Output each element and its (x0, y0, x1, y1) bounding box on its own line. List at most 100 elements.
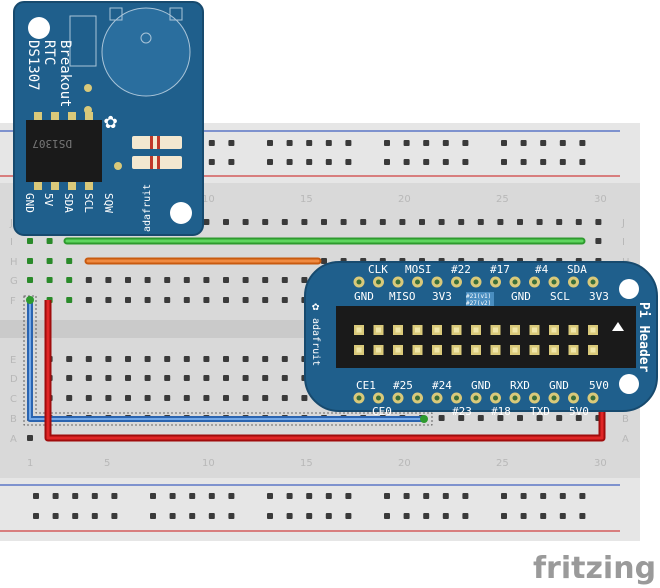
breadboard-hole[interactable] (27, 435, 33, 441)
rail-hole[interactable] (559, 140, 566, 146)
rail-hole[interactable] (91, 493, 98, 499)
breadboard-hole[interactable] (66, 277, 73, 283)
rail-hole[interactable] (325, 513, 332, 519)
breadboard-hole[interactable] (85, 375, 92, 381)
breadboard-hole[interactable] (281, 219, 288, 225)
breadboard-hole[interactable] (242, 277, 249, 283)
breadboard-hole[interactable] (183, 297, 190, 303)
rail-hole[interactable] (403, 513, 410, 519)
rail-hole[interactable] (384, 493, 390, 499)
breadboard-hole[interactable] (27, 277, 33, 283)
rail-hole[interactable] (462, 513, 469, 519)
rail-hole[interactable] (579, 159, 586, 165)
breadboard-hole[interactable] (105, 297, 112, 303)
rail-hole[interactable] (345, 159, 352, 165)
breadboard-hole[interactable] (46, 277, 53, 283)
breadboard-hole[interactable] (203, 219, 210, 225)
rail-hole[interactable] (520, 159, 527, 165)
breadboard-hole[interactable] (183, 375, 190, 381)
rail-hole[interactable] (33, 493, 39, 499)
rail-hole[interactable] (228, 513, 235, 519)
rail-hole[interactable] (540, 140, 547, 146)
breadboard-hole[interactable] (321, 219, 327, 225)
breadboard-hole[interactable] (66, 258, 73, 264)
breadboard-hole[interactable] (321, 258, 327, 264)
rail-hole[interactable] (306, 493, 313, 499)
breadboard-hole[interactable] (262, 297, 269, 303)
breadboard-hole[interactable] (301, 395, 308, 401)
breadboard-hole[interactable] (242, 375, 249, 381)
rail-hole[interactable] (559, 513, 566, 519)
rail-hole[interactable] (306, 513, 313, 519)
breadboard-hole[interactable] (477, 415, 484, 421)
rail-hole[interactable] (286, 493, 293, 499)
breadboard-hole[interactable] (223, 297, 229, 303)
breadboard-hole[interactable] (497, 219, 504, 225)
rail-hole[interactable] (384, 159, 390, 165)
breadboard-hole[interactable] (223, 277, 229, 283)
rail-hole[interactable] (442, 140, 449, 146)
rail-hole[interactable] (325, 159, 332, 165)
rail-hole[interactable] (442, 159, 449, 165)
rail-hole[interactable] (286, 159, 293, 165)
breadboard-hole[interactable] (144, 277, 151, 283)
breadboard-hole[interactable] (223, 219, 229, 225)
breadboard-hole[interactable] (281, 277, 288, 283)
breadboard-hole[interactable] (203, 356, 210, 362)
breadboard-hole[interactable] (281, 375, 288, 381)
breadboard-hole[interactable] (66, 297, 73, 303)
breadboard-hole[interactable] (144, 395, 151, 401)
breadboard-hole[interactable] (595, 219, 602, 225)
breadboard-hole[interactable] (281, 395, 288, 401)
rail-hole[interactable] (111, 493, 118, 499)
rail-hole[interactable] (462, 159, 469, 165)
rail-hole[interactable] (111, 513, 118, 519)
rail-hole[interactable] (540, 513, 547, 519)
breadboard-hole[interactable] (340, 219, 347, 225)
rail-hole[interactable] (91, 513, 98, 519)
breadboard-hole[interactable] (595, 238, 602, 244)
rail-hole[interactable] (72, 513, 79, 519)
breadboard-hole[interactable] (517, 219, 523, 225)
rail-hole[interactable] (189, 513, 196, 519)
rail-hole[interactable] (559, 493, 566, 499)
breadboard-hole[interactable] (46, 258, 53, 264)
breadboard-hole[interactable] (125, 277, 131, 283)
breadboard-hole[interactable] (458, 415, 465, 421)
rail-hole[interactable] (501, 159, 507, 165)
rail-hole[interactable] (579, 140, 586, 146)
rail-hole[interactable] (345, 513, 352, 519)
rail-hole[interactable] (267, 493, 273, 499)
rail-hole[interactable] (228, 140, 235, 146)
breadboard-hole[interactable] (105, 395, 112, 401)
breadboard-hole[interactable] (262, 277, 269, 283)
rail-hole[interactable] (169, 493, 176, 499)
breadboard-hole[interactable] (438, 219, 445, 225)
breadboard-hole[interactable] (85, 277, 92, 283)
rail-hole[interactable] (150, 493, 156, 499)
breadboard-hole[interactable] (458, 219, 465, 225)
rail-hole[interactable] (345, 493, 352, 499)
rail-hole[interactable] (540, 493, 547, 499)
rail-hole[interactable] (384, 513, 390, 519)
rail-hole[interactable] (501, 493, 507, 499)
rail-hole[interactable] (579, 493, 586, 499)
breadboard-hole[interactable] (242, 395, 249, 401)
breadboard-hole[interactable] (125, 375, 131, 381)
breadboard-hole[interactable] (242, 219, 249, 225)
breadboard-hole[interactable] (144, 297, 151, 303)
breadboard-hole[interactable] (183, 395, 190, 401)
rail-hole[interactable] (579, 513, 586, 519)
breadboard-hole[interactable] (262, 395, 269, 401)
breadboard-hole[interactable] (85, 395, 92, 401)
rail-hole[interactable] (325, 493, 332, 499)
rail-hole[interactable] (208, 513, 215, 519)
breadboard-hole[interactable] (399, 219, 406, 225)
breadboard-hole[interactable] (144, 375, 151, 381)
breadboard-hole[interactable] (183, 356, 190, 362)
rail-hole[interactable] (462, 140, 469, 146)
breadboard-hole[interactable] (27, 258, 33, 264)
breadboard-hole[interactable] (164, 375, 171, 381)
breadboard-hole[interactable] (105, 277, 112, 283)
breadboard-hole[interactable] (262, 356, 269, 362)
